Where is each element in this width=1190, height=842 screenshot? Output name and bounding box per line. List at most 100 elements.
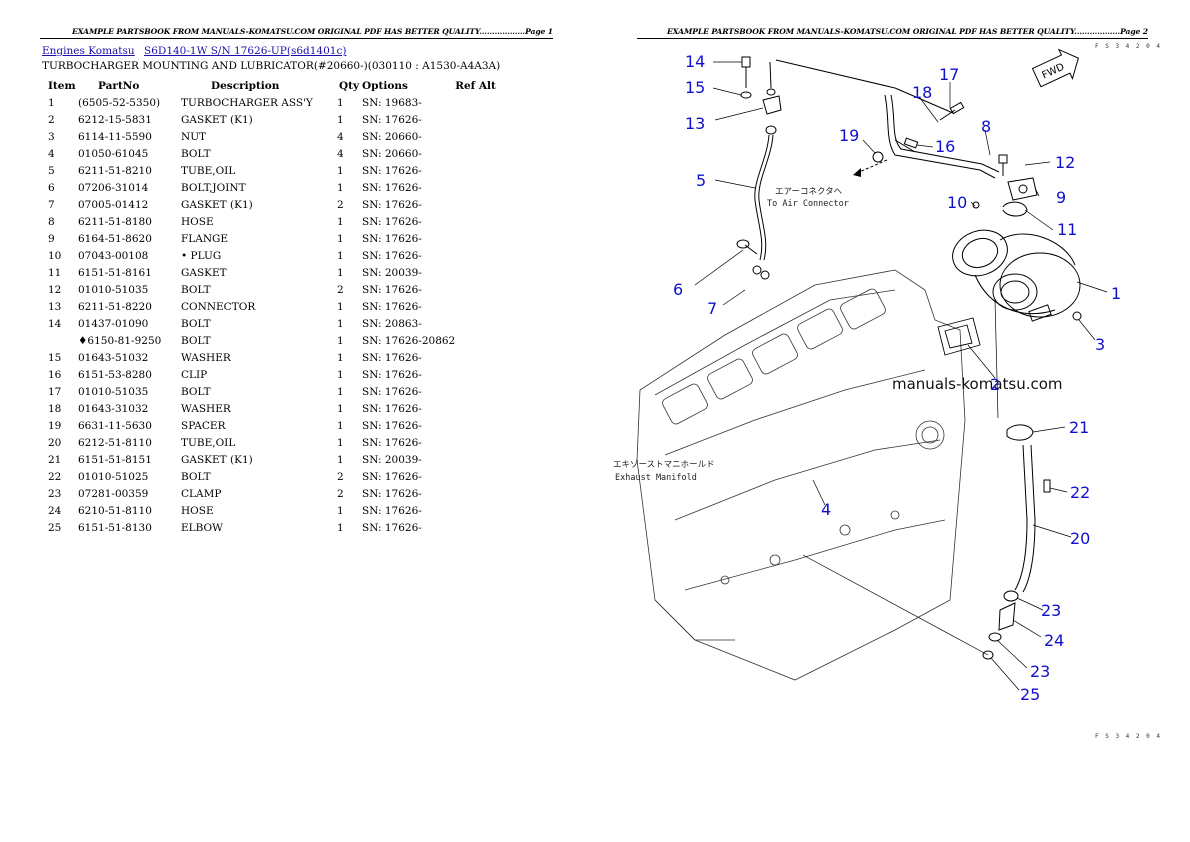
exploded-parts-diagram: F S 3 4 2 0 4 F S 3 4 2 0 4 FWD bbox=[613, 43, 1161, 740]
cell-item: 12 bbox=[48, 283, 62, 296]
cell-description: HOSE bbox=[181, 504, 214, 517]
cell-description: CLIP bbox=[181, 368, 208, 381]
cell-item: 10 bbox=[48, 249, 62, 262]
cell-options: SN: 20039- bbox=[362, 453, 422, 466]
cell-ref-alt bbox=[455, 111, 515, 128]
cell-options: SN: 17626- bbox=[362, 113, 422, 126]
cell-qty: 1 bbox=[337, 504, 344, 517]
cell-options: SN: 17626- bbox=[362, 351, 422, 364]
cell-description: BOLT bbox=[181, 385, 211, 398]
callout-6: 6 bbox=[673, 280, 683, 299]
column-header-qty: Qty bbox=[339, 79, 360, 92]
cell-partno: ♦6150-81-9250 bbox=[78, 334, 162, 347]
cell-ref-alt bbox=[455, 417, 515, 434]
cell-qty: 4 bbox=[337, 147, 344, 160]
cell-qty: 1 bbox=[337, 266, 344, 279]
cell-item: 2 bbox=[48, 113, 55, 126]
cell-options: SN: 17626- bbox=[362, 436, 422, 449]
cell-options: SN: 17626- bbox=[362, 487, 422, 500]
cell-options: SN: 17626- bbox=[362, 368, 422, 381]
cell-qty: 1 bbox=[337, 164, 344, 177]
cell-ref-alt bbox=[455, 332, 515, 349]
drawing-code-bottom: F S 3 4 2 0 4 bbox=[1095, 733, 1161, 740]
callout-leaders bbox=[694, 61, 1108, 691]
hose-part-8 bbox=[775, 59, 1038, 217]
cell-options: SN: 17626- bbox=[362, 521, 422, 534]
column-header-ref-alt: Ref Alt bbox=[455, 79, 496, 92]
cell-partno: 6164-51-8620 bbox=[78, 232, 152, 245]
breadcrumb-link-model[interactable]: S6D140-1W S/N 17626-UP(s6d1401c) bbox=[144, 45, 347, 57]
callout-9: 9 bbox=[1056, 188, 1066, 207]
table-header-row: Item PartNo Description Qty Options Ref … bbox=[42, 77, 515, 94]
parts-table: Item PartNo Description Qty Options Ref … bbox=[42, 77, 515, 536]
cell-description: BOLT bbox=[181, 317, 211, 330]
callout-11: 11 bbox=[1057, 220, 1077, 239]
cell-ref-alt bbox=[455, 298, 515, 315]
cell-options: SN: 19683- bbox=[362, 96, 422, 109]
engine-block-drawing bbox=[636, 269, 966, 681]
cell-options: SN: 20660- bbox=[362, 130, 422, 143]
cell-ref-alt bbox=[455, 434, 515, 451]
callout-23b: 23 bbox=[1030, 662, 1050, 681]
cell-item: 8 bbox=[48, 215, 55, 228]
cell-partno: 07043-00108 bbox=[78, 249, 149, 262]
cell-description: GASKET (K1) bbox=[181, 198, 253, 211]
callout-17: 17 bbox=[939, 65, 959, 84]
callout-2: 2 bbox=[990, 375, 1000, 394]
breadcrumb: Engines Komatsu S6D140-1W S/N 17626-UP(s… bbox=[42, 45, 352, 57]
callout-16: 16 bbox=[935, 137, 955, 156]
section-title: TURBOCHARGER MOUNTING AND LUBRICATOR(#20… bbox=[42, 60, 501, 72]
cell-description: FLANGE bbox=[181, 232, 229, 245]
cell-qty: 2 bbox=[337, 487, 344, 500]
header-rule bbox=[637, 38, 1148, 39]
cell-qty: 1 bbox=[337, 113, 344, 126]
cell-options: SN: 17626- bbox=[362, 300, 422, 313]
cell-qty: 1 bbox=[337, 334, 344, 347]
cell-partno: 6151-51-8161 bbox=[78, 266, 152, 279]
cell-ref-alt bbox=[455, 502, 515, 519]
cell-item: 16 bbox=[48, 368, 62, 381]
column-header-partno: PartNo bbox=[98, 79, 140, 92]
breadcrumb-link-engines[interactable]: Engines Komatsu bbox=[42, 45, 135, 57]
cell-ref-alt bbox=[455, 94, 515, 111]
cell-item: 18 bbox=[48, 402, 62, 415]
cell-options: SN: 20039- bbox=[362, 266, 422, 279]
cell-options: SN: 17626- bbox=[362, 232, 422, 245]
cell-options: SN: 17626- bbox=[362, 215, 422, 228]
cell-qty: 1 bbox=[337, 96, 344, 109]
fwd-arrow-icon: FWD bbox=[1031, 48, 1079, 88]
cell-description: WASHER bbox=[181, 402, 231, 415]
cell-partno: 07281-00359 bbox=[78, 487, 149, 500]
parts-list-page: EXAMPLE PARTSBOOK FROM MANUALS-KOMATSU.C… bbox=[40, 27, 553, 536]
page-header: EXAMPLE PARTSBOOK FROM MANUALS-KOMATSU.C… bbox=[71, 27, 553, 36]
cell-ref-alt bbox=[455, 213, 515, 230]
page-header: EXAMPLE PARTSBOOK FROM MANUALS-KOMATSU.C… bbox=[666, 27, 1148, 36]
cell-ref-alt bbox=[455, 162, 515, 179]
callout-1: 1 bbox=[1111, 284, 1121, 303]
bolt-part-14 bbox=[740, 56, 776, 99]
cell-ref-alt bbox=[455, 247, 515, 264]
cell-options: SN: 17626- bbox=[362, 164, 422, 177]
callout-21: 21 bbox=[1069, 418, 1089, 437]
cell-ref-alt bbox=[455, 196, 515, 213]
cell-qty: 1 bbox=[337, 232, 344, 245]
callout-4: 4 bbox=[821, 500, 831, 519]
cell-item: 20 bbox=[48, 436, 62, 449]
callout-10: 10 bbox=[947, 193, 967, 212]
cell-ref-alt bbox=[455, 264, 515, 281]
cell-qty: 2 bbox=[337, 198, 344, 211]
cell-partno: 01010-51035 bbox=[78, 283, 149, 296]
cell-item: 17 bbox=[48, 385, 62, 398]
cell-description: TURBOCHARGER ASS'Y bbox=[181, 96, 313, 109]
cell-description: GASKET (K1) bbox=[181, 113, 253, 126]
cell-description: • PLUG bbox=[181, 249, 222, 262]
cell-partno: 6151-51-8151 bbox=[78, 453, 152, 466]
oil-tube-part-5 bbox=[736, 95, 782, 280]
